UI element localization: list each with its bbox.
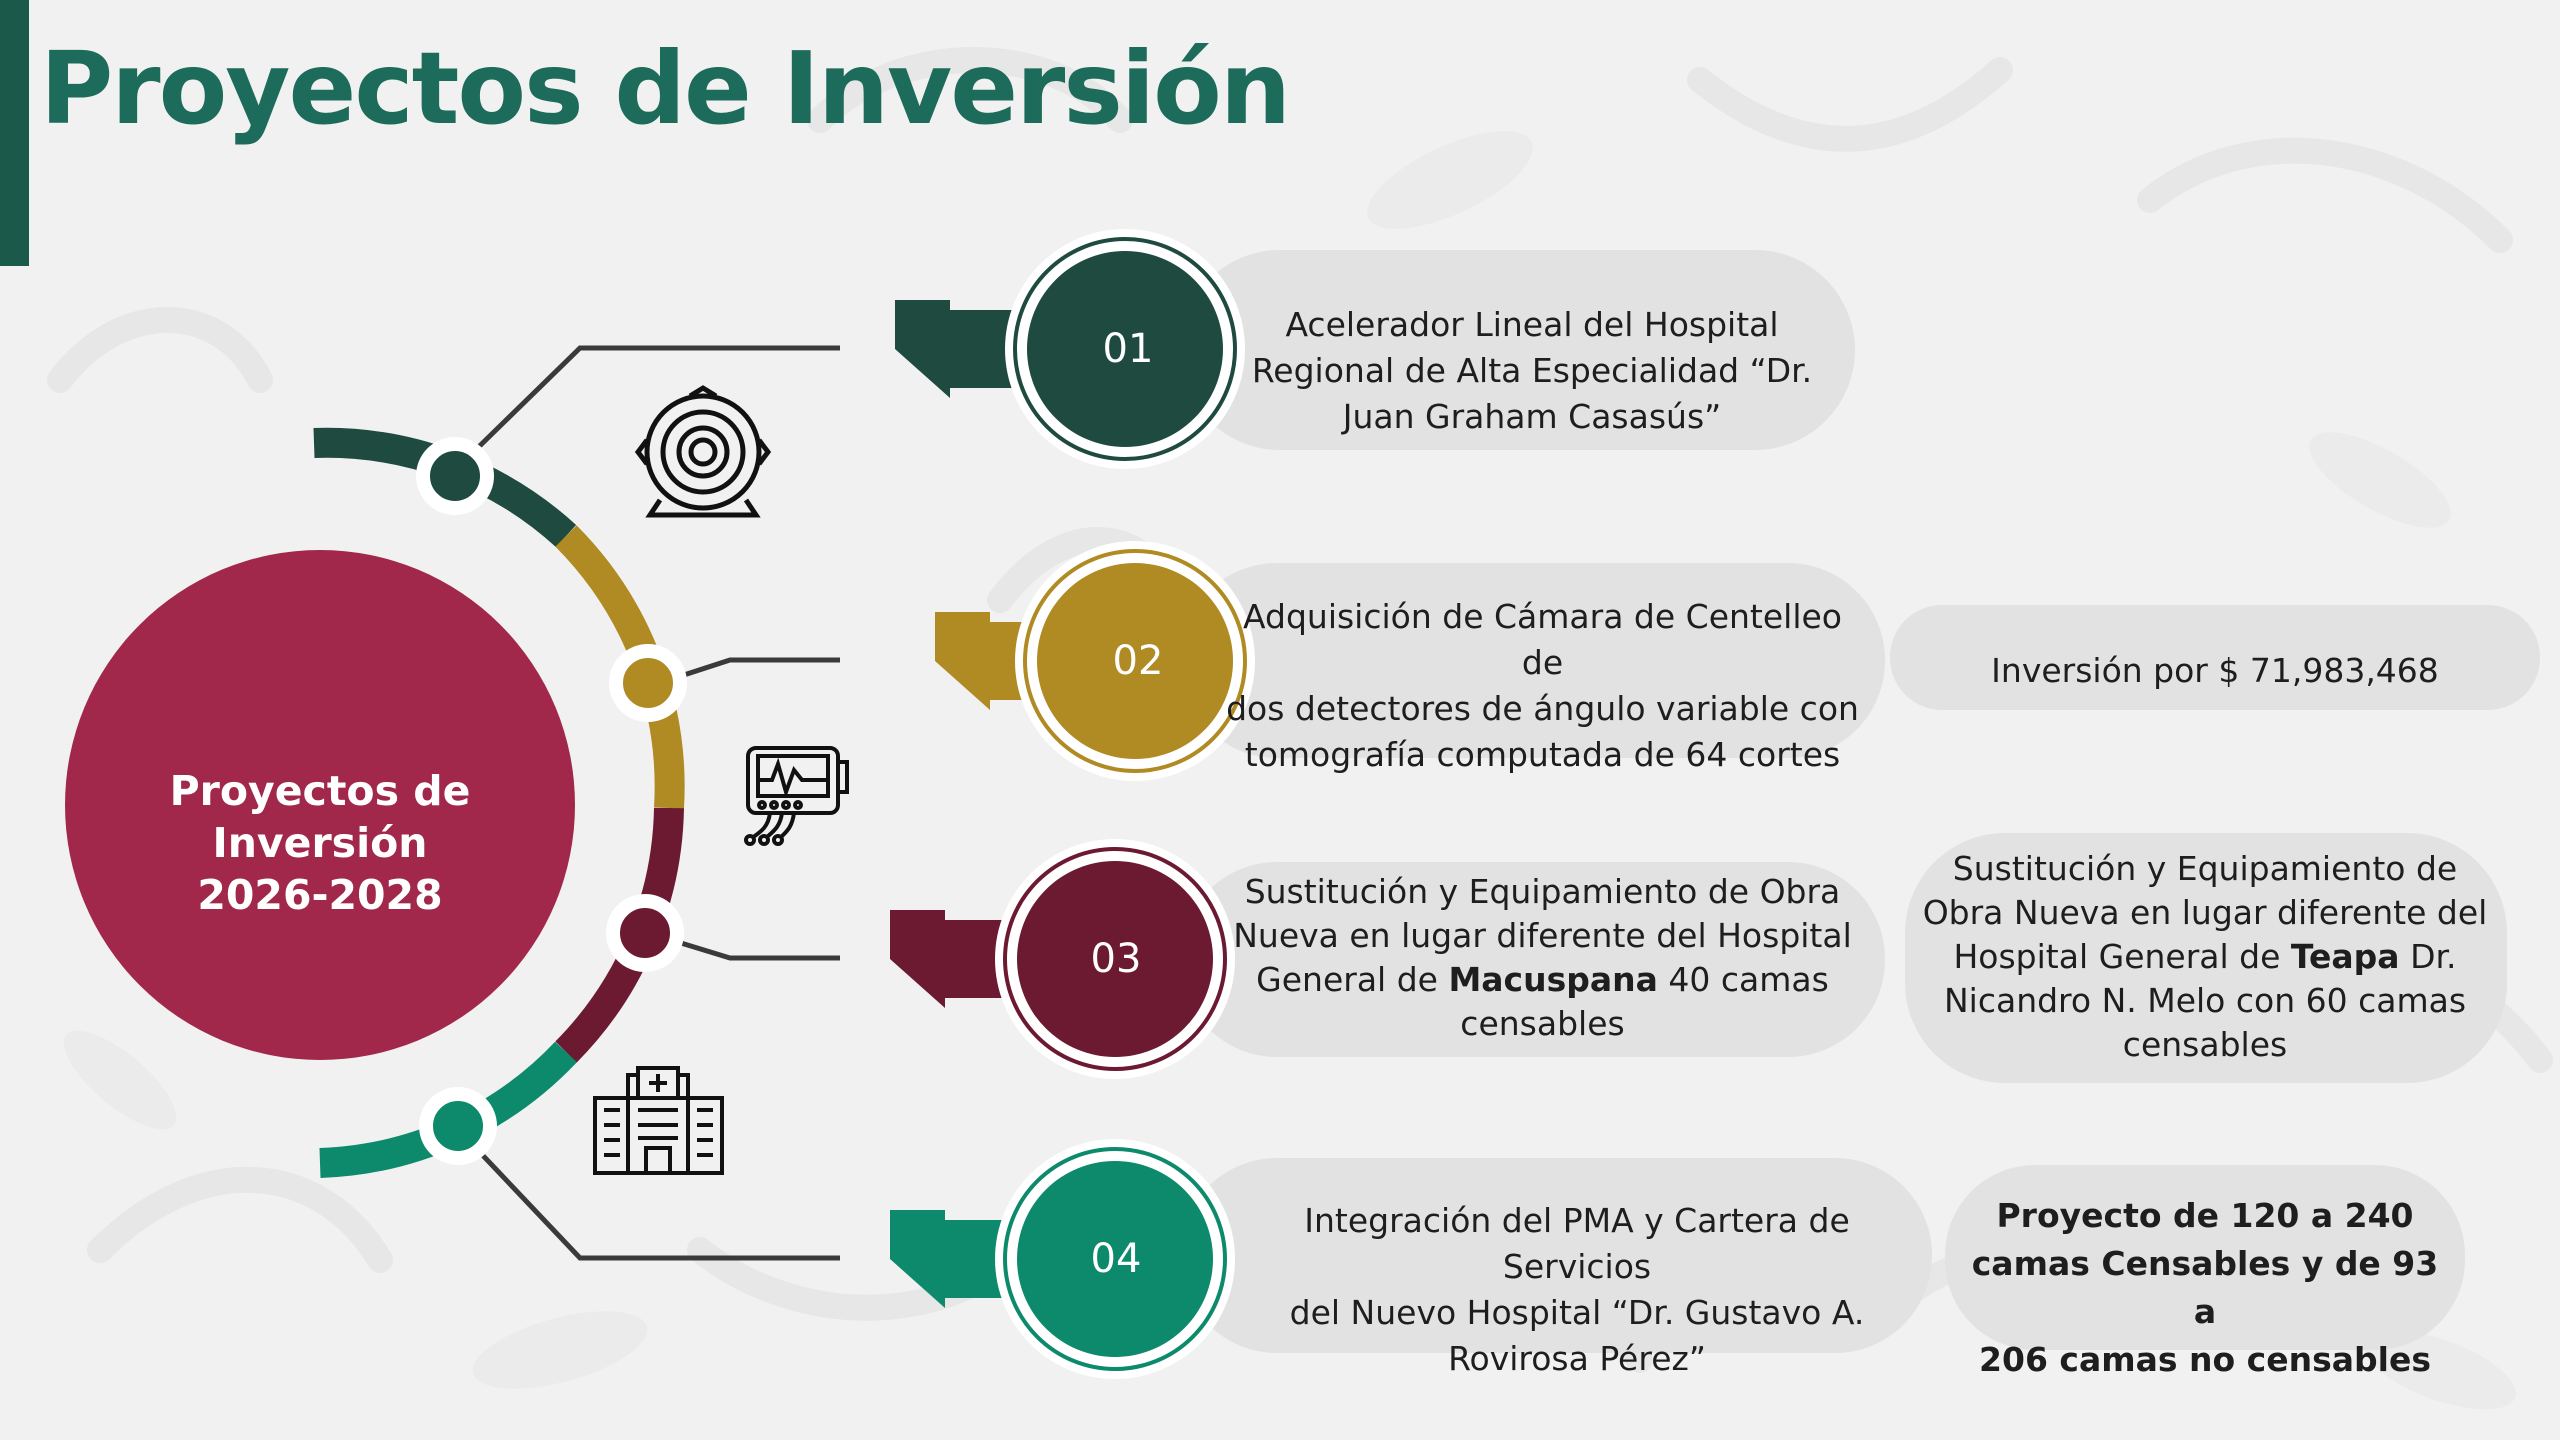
step-text-02-line2: dos detectores de ángulo variable con <box>1226 689 1859 728</box>
step-circle-01 <box>895 229 1245 469</box>
center-title-line2: 2026-2028 <box>197 871 443 919</box>
pill-teapa <box>1905 833 2507 1083</box>
hospital-building-icon <box>593 1066 724 1175</box>
step-text-01-line1: Acelerador Lineal del Hospital <box>1285 305 1779 344</box>
particle-accelerator-icon <box>634 385 772 518</box>
step-circle-04 <box>890 1139 1235 1379</box>
arc-node-03 <box>606 894 684 972</box>
pill-step-04 <box>1180 1158 1932 1353</box>
teapa-note-line1: Sustitución y Equipamiento de <box>1952 849 2458 888</box>
teapa-note-line2: Obra Nueva en lugar diferente del <box>1922 893 2488 932</box>
step-number-01: 01 <box>1102 326 1154 372</box>
teapa-note-line4: Nicandro N. Melo con 60 camas <box>1943 981 2467 1020</box>
connector-line-04 <box>453 1124 840 1261</box>
beds-note-line1: Proyecto de 120 a 240 <box>1996 1196 2414 1235</box>
teapa-note: Sustitución y Equipamiento de Obra Nueva… <box>1915 847 2495 1067</box>
pill-step-03 <box>1180 862 1885 1057</box>
beds-note-line2: camas Censables y de 93 a <box>1971 1244 2439 1331</box>
pill-step-02 <box>1180 563 1885 758</box>
step-number-04: 04 <box>1090 1236 1142 1282</box>
step-text-03-line1: Sustitución y Equipamiento de Obra <box>1244 872 1841 911</box>
step-text-02: Adquisición de Cámara de Centelleo de do… <box>1220 594 1865 778</box>
teapa-note-line5: censables <box>2122 1025 2288 1064</box>
teapa-highlight: Teapa <box>2290 937 2400 976</box>
step-text-04-line1: Integración del PMA y Cartera de Servici… <box>1304 1201 1850 1286</box>
step-number-03: 03 <box>1090 936 1142 982</box>
pill-investment <box>1890 605 2540 710</box>
center-title: Proyectos de Inversión 2026-2028 <box>60 765 580 921</box>
pill-step-01 <box>1180 250 1855 450</box>
step-circle-02 <box>935 541 1255 781</box>
step-text-02-line1: Adquisición de Cámara de Centelleo de <box>1243 597 1842 682</box>
center-title-line1: Proyectos de Inversión <box>169 767 471 867</box>
step-text-02-line3: tomografía computada de 64 cortes <box>1244 735 1841 774</box>
medical-monitor-icon <box>744 746 849 846</box>
step-text-01: Acelerador Lineal del Hospital Regional … <box>1232 302 1832 440</box>
step-text-03-line4: censables <box>1460 1004 1625 1043</box>
beds-note: Proyecto de 120 a 240 camas Censables y … <box>1955 1192 2455 1384</box>
center-circle <box>65 550 575 1060</box>
step-text-03: Sustitución y Equipamiento de Obra Nueva… <box>1220 870 1865 1046</box>
step-text-03-line2: Nueva en lugar diferente del Hospital <box>1233 916 1852 955</box>
arc-node-02 <box>609 644 687 722</box>
arc-node-04 <box>419 1087 497 1165</box>
step-text-01-line3: Juan Graham Casasús” <box>1342 397 1722 436</box>
investment-amount: Inversión por $ 71,983,468 <box>1991 651 2439 690</box>
teapa-note-line3: Hospital General de Teapa Dr. <box>1953 937 2457 976</box>
step-text-04: Integración del PMA y Cartera de Servici… <box>1232 1198 1922 1382</box>
step-text-03-line3: General de Macuspana 40 camas <box>1256 960 1829 999</box>
step-text-01-line2: Regional de Alta Especialidad “Dr. <box>1251 351 1813 390</box>
arc-node-01 <box>416 437 494 515</box>
accent-bar <box>0 0 29 266</box>
step-text-04-line2: del Nuevo Hospital “Dr. Gustavo A. <box>1289 1293 1865 1332</box>
macuspana-highlight: Macuspana <box>1448 960 1658 999</box>
connector-line-01 <box>453 345 840 472</box>
step-number-02: 02 <box>1112 638 1164 684</box>
beds-note-line3: 206 camas no censables <box>1979 1340 2431 1379</box>
pill-beds <box>1945 1165 2465 1350</box>
page-title: Proyectos de Inversión <box>40 30 1291 147</box>
step-text-04-line3: Rovirosa Pérez” <box>1448 1339 1706 1378</box>
step-circle-03 <box>890 839 1235 1079</box>
